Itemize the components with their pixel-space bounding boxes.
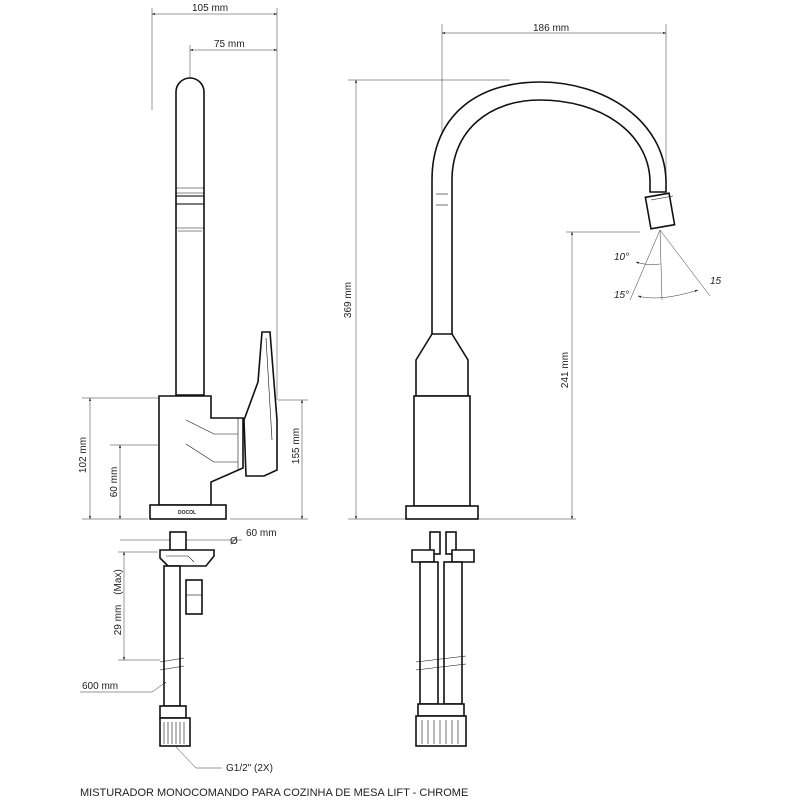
dim-186: 186 mm <box>533 23 569 34</box>
mounting-nut <box>159 549 215 567</box>
thread-spec: G1/2" (2X) <box>226 763 273 774</box>
dim-29: 29 mm <box>113 605 124 636</box>
faucet-body <box>158 395 244 506</box>
gooseneck-spout <box>431 81 667 341</box>
front-base-plate <box>405 505 479 520</box>
front-view: 186 mm 369 mm 241 mm 10° 15° 15 <box>343 23 722 747</box>
dim-241: 241 mm <box>560 352 571 388</box>
base-plate <box>149 504 227 520</box>
front-fitting <box>415 715 467 747</box>
dim-155: 155 mm <box>291 428 302 464</box>
hose-fitting <box>159 717 191 747</box>
angle-15-right: 15 <box>710 276 722 287</box>
drawing-caption: MISTURADOR MONOCOMANDO PARA COZINHA DE M… <box>80 787 468 799</box>
brand-mark: DOCOL <box>178 510 196 516</box>
dim-max-label: (Max) <box>113 569 124 595</box>
angle-10: 10° <box>614 252 629 263</box>
front-lever <box>415 333 469 397</box>
angle-15-left: 15° <box>614 290 629 301</box>
dim-diameter-60: 60 mm <box>246 528 277 539</box>
dim-600: 600 mm <box>82 681 118 692</box>
side-view: 105 mm 75 mm DOCOL 155 mm 102 mm <box>78 3 308 774</box>
front-hose-left <box>419 561 439 705</box>
front-body <box>413 395 471 507</box>
spout-column <box>175 77 205 396</box>
dim-102: 102 mm <box>78 437 89 473</box>
dim-105: 105 mm <box>192 3 228 14</box>
hose <box>163 565 181 707</box>
aerator <box>644 192 676 230</box>
dim-60-vertical: 60 mm <box>109 467 120 498</box>
lever-handle <box>243 331 278 477</box>
dim-75: 75 mm <box>214 39 245 50</box>
front-mounting-nut <box>411 549 435 563</box>
dim-369: 369 mm <box>343 282 354 318</box>
diameter-symbol: Ø <box>230 536 238 547</box>
front-hose-right <box>443 561 463 705</box>
